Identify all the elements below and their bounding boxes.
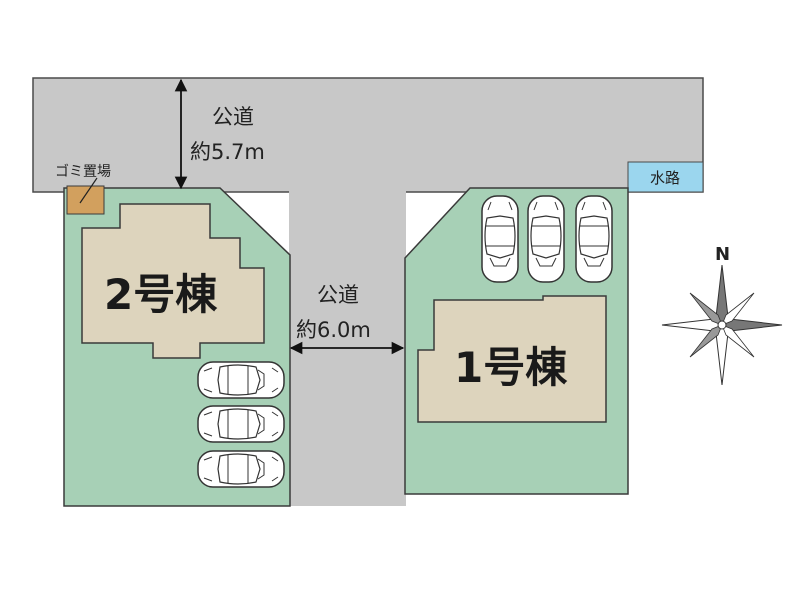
middle-road-width: 約6.0m [296, 318, 371, 342]
compass-north-label: N [715, 244, 730, 265]
garbage-label: ゴミ置場 [55, 163, 111, 180]
garbage-leader [79, 177, 98, 204]
car-icon [197, 361, 285, 399]
middle-road-label: 公道 [317, 283, 359, 307]
top-road [32, 77, 704, 193]
car-icon [197, 405, 285, 443]
waterway-label: 水路 [650, 169, 680, 187]
parking-east [481, 195, 613, 283]
house-east [417, 295, 607, 423]
top-road-label: 公道 [212, 105, 254, 129]
car-icon [481, 195, 519, 283]
garbage-area [66, 185, 105, 215]
car-icon [197, 450, 285, 488]
house-west-label: 2号棟 [104, 270, 218, 319]
house-east-label: 1号棟 [454, 343, 568, 392]
car-icon [527, 195, 565, 283]
compass-icon [661, 264, 783, 386]
car-icon [575, 195, 613, 283]
waterway-strip [627, 161, 704, 193]
top-road-width: 約5.7m [190, 140, 265, 164]
parking-west [197, 361, 285, 488]
house-west [81, 203, 265, 359]
